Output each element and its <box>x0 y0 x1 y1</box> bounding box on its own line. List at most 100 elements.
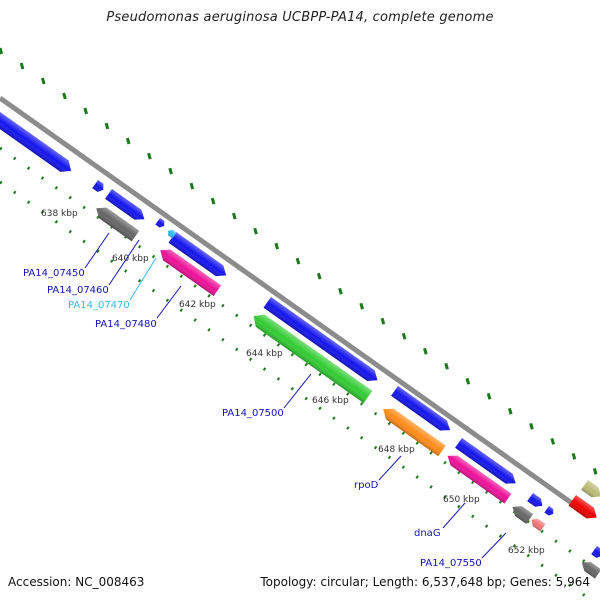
gene-feature[interactable] <box>92 180 106 194</box>
gene-feature[interactable] <box>249 310 373 404</box>
guide-dot <box>151 288 156 293</box>
guide-dot <box>338 287 343 295</box>
gene-feature[interactable] <box>156 245 222 297</box>
guide-dot <box>401 431 405 436</box>
guide-dot <box>401 465 405 470</box>
guide-dot <box>498 500 503 504</box>
gene-label-leader <box>378 455 402 481</box>
scale-tick-label: 652 kbp <box>508 546 545 556</box>
gene-label[interactable]: dnaG <box>414 528 441 539</box>
guide-dot <box>168 167 173 175</box>
gene-feature[interactable] <box>168 232 229 281</box>
guide-dot <box>429 451 433 455</box>
scale-tick-label: 648 kbp <box>378 445 415 455</box>
guide-dot <box>179 308 183 312</box>
guide-dot <box>189 182 195 190</box>
guide-dot <box>54 186 59 190</box>
guide-dot <box>380 317 386 325</box>
guide-dot <box>193 284 197 288</box>
gene-feature[interactable] <box>92 203 140 242</box>
guide-dot <box>262 367 267 371</box>
gene-feature[interactable] <box>568 495 600 523</box>
guide-dot <box>0 47 4 55</box>
gene-feature[interactable] <box>529 516 546 532</box>
guide-dot <box>82 205 86 210</box>
guide-dot <box>124 269 128 273</box>
gene-feature[interactable] <box>509 502 534 524</box>
guide-dot <box>387 421 392 426</box>
map-title: Pseudomonas aeruginosa UCBPP-PA14, compl… <box>106 10 494 25</box>
gene-feature[interactable] <box>263 297 381 386</box>
gene-feature[interactable] <box>105 189 148 224</box>
guide-dot <box>253 227 258 235</box>
gene-label-leader <box>283 373 312 409</box>
guide-dot <box>457 504 461 509</box>
gene-feature[interactable] <box>444 451 512 504</box>
guide-dot <box>13 190 17 195</box>
guide-dot <box>40 176 45 180</box>
gene-label[interactable]: PA14_07450 <box>23 268 85 279</box>
guide-dot <box>54 220 59 224</box>
guide-dot <box>26 166 31 171</box>
gene-feature[interactable] <box>391 386 453 435</box>
summary-text: Topology: circular; Length: 6,537,648 bp… <box>260 575 590 589</box>
guide-dot <box>290 386 294 391</box>
gene-label[interactable]: rpoD <box>354 480 379 491</box>
guide-dot <box>96 215 100 220</box>
guide-dot <box>498 534 503 538</box>
guide-dot <box>304 396 308 401</box>
gene-label-leader <box>84 232 110 269</box>
gene-label[interactable]: PA14_07470 <box>68 300 130 311</box>
guide-dot <box>346 392 350 396</box>
gene-label[interactable]: PA14_07500 <box>222 408 284 419</box>
gene-feature[interactable] <box>544 506 555 517</box>
guide-dot <box>248 323 253 328</box>
gene-feature[interactable] <box>0 112 75 177</box>
gene-labels: PA14_07450PA14_07460PA14_07470PA14_07480… <box>23 232 507 569</box>
guide-dot <box>83 107 88 115</box>
gene-feature[interactable] <box>455 438 519 488</box>
guide-dot <box>443 494 447 499</box>
guide-dot <box>193 318 197 322</box>
gene-label[interactable]: PA14_07460 <box>47 285 109 296</box>
guide-dot <box>484 490 489 494</box>
guide-dot <box>26 200 31 205</box>
guide-dot <box>346 426 350 430</box>
guide-dot <box>471 480 475 485</box>
guide-dot <box>332 416 336 420</box>
gene-features <box>0 112 600 579</box>
guide-dot <box>276 377 281 381</box>
guide-dot <box>540 529 544 534</box>
scale-tick-label: 650 kbp <box>443 495 480 505</box>
guide-dot <box>137 244 142 249</box>
gene-label-leader <box>442 502 466 529</box>
gene-feature[interactable] <box>581 480 600 501</box>
gene-feature[interactable] <box>166 228 177 239</box>
guide-dot <box>550 437 555 445</box>
gene-label[interactable]: PA14_07480 <box>95 319 157 330</box>
gene-feature[interactable] <box>591 546 600 560</box>
guide-dot <box>332 382 336 386</box>
accession-text: Accession: NC_008463 <box>8 575 145 589</box>
gene-label-leader <box>108 239 140 286</box>
guide-dot <box>137 278 142 283</box>
scale-tick-label: 644 kbp <box>246 349 283 359</box>
guide-dot <box>235 347 239 352</box>
guide-dot <box>274 242 280 250</box>
gene-label-leader <box>129 257 157 301</box>
gene-label[interactable]: PA14_07550 <box>420 558 482 569</box>
gene-feature[interactable] <box>155 218 166 229</box>
guide-dot <box>316 272 322 280</box>
guide-dot <box>401 332 407 340</box>
guide-dot <box>96 249 100 254</box>
gene-feature[interactable] <box>579 558 600 579</box>
gene-feature[interactable] <box>379 404 446 457</box>
scale-tick-label: 638 kbp <box>41 209 78 219</box>
guide-dot <box>151 254 156 259</box>
guide-dot <box>423 347 428 355</box>
guide-dot <box>359 436 364 440</box>
gene-feature[interactable] <box>527 493 545 510</box>
guide-dot <box>415 441 419 445</box>
